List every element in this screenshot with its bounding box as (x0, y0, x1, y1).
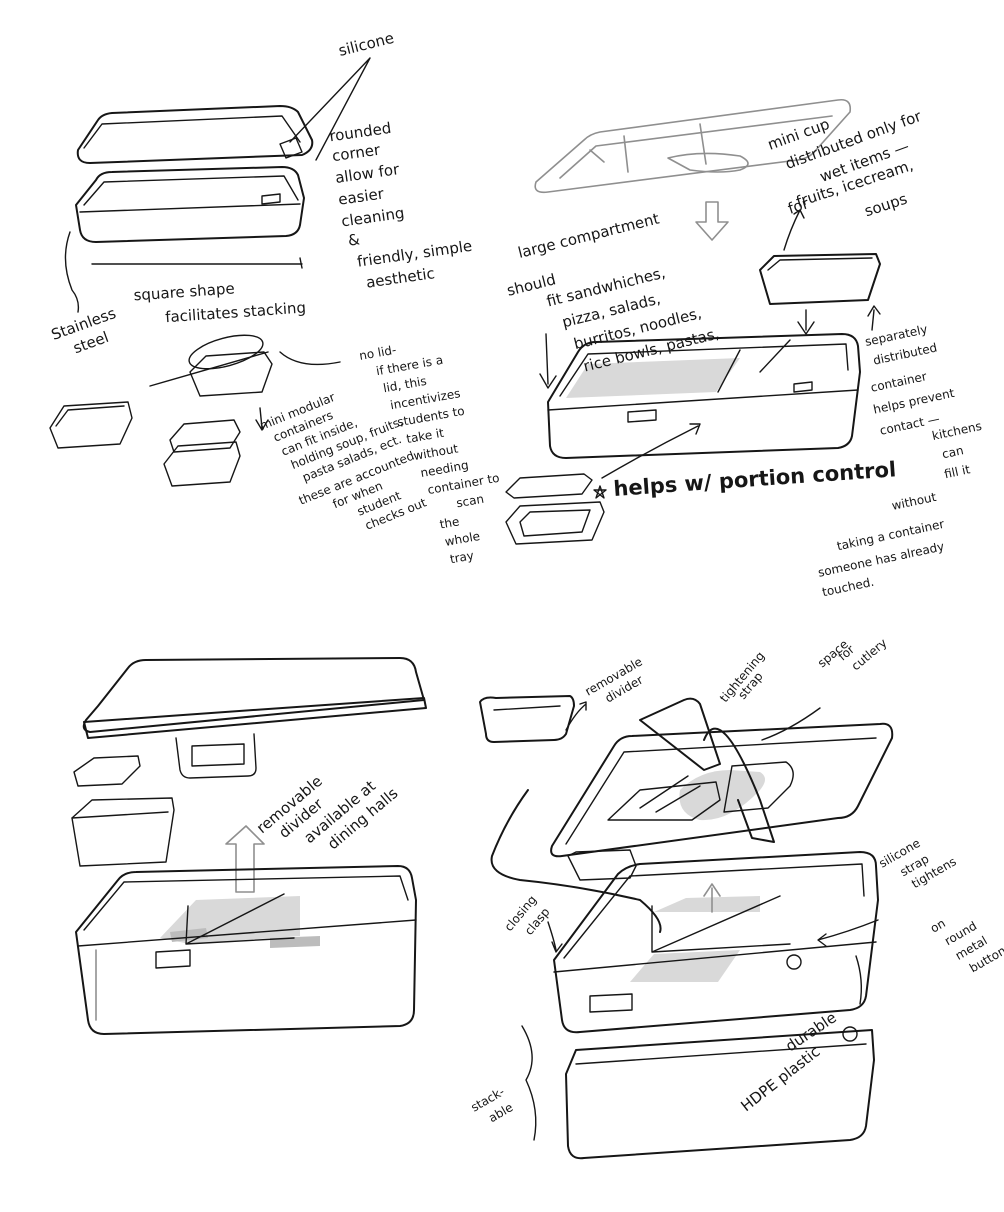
svg-text:easier: easier (337, 184, 386, 208)
svg-text:scan: scan (455, 492, 485, 511)
label-tightening-strap: tightening strap (717, 649, 767, 705)
svg-text:on: on (928, 916, 948, 936)
for-fruits-pointer (783, 209, 805, 251)
label-square-shape: square shape facilitates stacking (133, 279, 307, 326)
svg-text:cleaning: cleaning (340, 204, 405, 231)
label-stainless-steel: Stainless steel (49, 304, 119, 357)
down-arrow (695, 201, 729, 241)
label-portion-control: helps w/ portion control (613, 457, 897, 501)
svg-text:&: & (347, 230, 361, 249)
svg-text:aesthetic: aesthetic (365, 264, 436, 291)
label-stackable: stack- able (469, 1084, 516, 1125)
svg-text:soups: soups (862, 190, 909, 221)
strap-bracket (855, 955, 863, 1005)
compartment-tray-sketch (547, 333, 861, 459)
svg-text:the: the (439, 514, 461, 531)
portion-arrow (601, 423, 701, 479)
small-container-sketch (71, 755, 175, 867)
divider-tray-sketch (75, 865, 417, 1035)
label-hdpe-plastic: HDPE plastic (737, 1042, 823, 1115)
svg-text:tray: tray (449, 548, 475, 566)
cutlery-pointer (761, 707, 821, 741)
svg-text:no lid-: no lid- (358, 343, 397, 363)
label-rounded-corner: rounded corner allow for easier cleaning… (328, 119, 473, 292)
stacked-mini-containers-sketch (163, 407, 269, 487)
star-icon (593, 485, 607, 499)
svg-text:for: for (786, 194, 812, 218)
cup-arrow (797, 309, 815, 335)
no-lid-pointer (279, 351, 341, 366)
stackable-bracket (521, 1025, 537, 1141)
svg-text:allow for: allow for (334, 160, 401, 187)
silicone-pointer (289, 57, 371, 161)
panel-stainless-tray: silicone rounded corner allow for easier… (49, 29, 501, 567)
silicone-strap-pointer (817, 919, 879, 947)
svg-text:touched.: touched. (821, 575, 875, 600)
svg-text:container: container (869, 369, 928, 395)
light-lid-sketch (534, 98, 852, 194)
svg-text:can: can (941, 443, 965, 461)
label-space-for-cutlery: space for cutlery (815, 636, 890, 674)
silicone-lid-sketch (76, 105, 314, 164)
svg-text:rounded: rounded (328, 119, 392, 145)
strap-lid-sketch (550, 697, 894, 881)
lidded-mini-container-sketch (149, 334, 273, 397)
svg-text:square shape: square shape (133, 279, 235, 304)
svg-text:large compartment: large compartment (516, 209, 661, 262)
clasp-pointer (547, 921, 563, 953)
svg-text:without: without (890, 490, 937, 513)
panel-divider-tray: removable divider available at dining ha… (71, 657, 427, 1035)
label-removable-divider-hall: removable divider available at dining ha… (253, 772, 402, 853)
stainless-tray-sketch (64, 166, 305, 313)
panel-strap-tray: removable divider tightening strap space… (469, 636, 1004, 1160)
portion-cup-sketch (505, 473, 605, 545)
curved-strap-line (490, 789, 662, 933)
separately-arrow (867, 305, 881, 331)
panel-compartment-tray: mini cup distributed only for wet items … (505, 98, 983, 600)
mini-container-sketch (49, 401, 133, 449)
svg-text:friendly, simple: friendly, simple (356, 237, 473, 271)
large-compartment-arrow (539, 333, 557, 389)
wet-item-cup-sketch (759, 253, 881, 305)
divider-strap-tray-sketch (553, 851, 879, 1042)
label-silicone-strap: silicone strap tightens on round metal b… (877, 836, 1004, 975)
svg-text:facilitates stacking: facilitates stacking (165, 298, 307, 326)
svg-text:fill it: fill it (943, 462, 972, 481)
label-removable-divider: removable divider (583, 655, 646, 706)
svg-text:take it: take it (405, 426, 445, 446)
svg-text:whole: whole (444, 529, 481, 549)
removable-divider-piece-sketch (479, 695, 587, 743)
up-arrow (225, 825, 265, 893)
flat-lid-sketch (82, 657, 427, 779)
stacked-tray-sketch (565, 1029, 875, 1160)
label-closing-clasp: closing clasp (502, 893, 553, 938)
label-silicone: silicone (337, 29, 396, 60)
